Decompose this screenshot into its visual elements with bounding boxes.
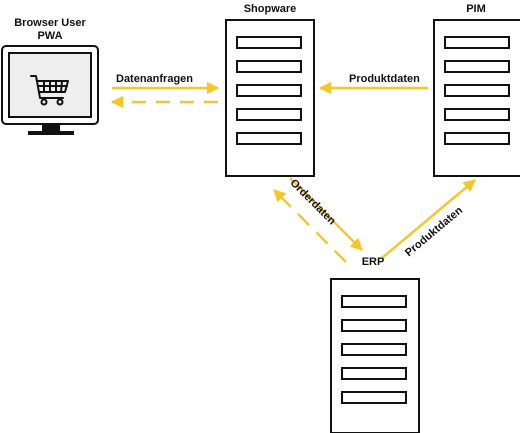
orderdaten-return-arrow xyxy=(273,189,347,263)
pim-title: PIM xyxy=(466,3,486,15)
client-title-line1: Browser User xyxy=(14,17,86,29)
datenanfragen-label: Datenanfragen xyxy=(116,73,194,85)
shopping-cart-icon xyxy=(30,75,69,106)
orderdaten-arrow xyxy=(289,177,363,251)
erp-title: ERP xyxy=(361,256,385,268)
shopware-title: Shopware xyxy=(243,3,297,15)
pim-server xyxy=(433,19,520,177)
client-title-line2: PWA xyxy=(37,30,63,42)
erp-server xyxy=(330,278,420,433)
pim-produktdaten-label: Produktdaten xyxy=(349,73,420,85)
shopware-server xyxy=(225,19,315,177)
erp-produktdaten-arrow xyxy=(381,179,476,259)
